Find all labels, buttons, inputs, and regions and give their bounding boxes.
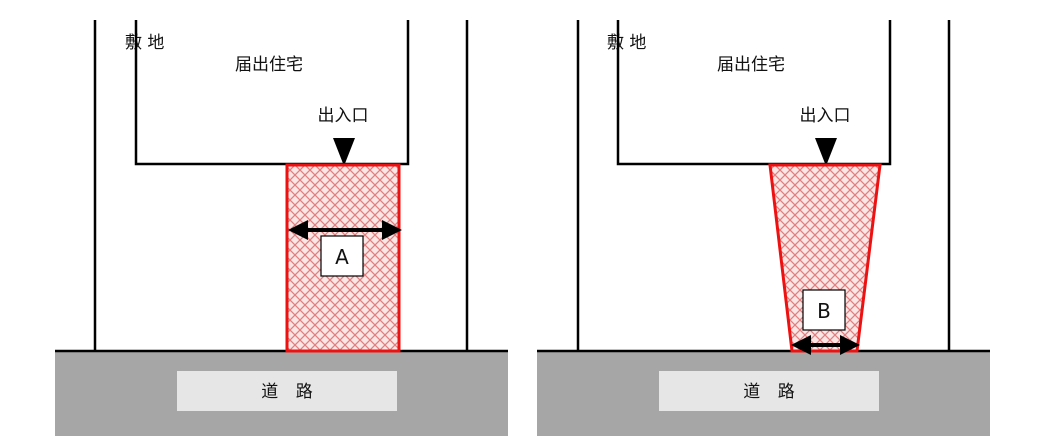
access-path-area <box>285 163 401 353</box>
entrance-label: 出入口 <box>800 106 851 126</box>
site-label: 敷 地 <box>607 33 646 53</box>
diagram-a: 道 路 敷 地 届出住宅 出入口 A <box>55 20 508 436</box>
house-outline <box>134 20 410 166</box>
site-label: 敷 地 <box>125 33 164 53</box>
house-label: 届出住宅 <box>235 55 303 75</box>
road-label: 道 路 <box>743 382 800 402</box>
house-label: 届出住宅 <box>717 55 785 75</box>
road-label-box <box>659 371 879 411</box>
house-outline <box>616 20 892 166</box>
road-label-box <box>177 371 397 411</box>
diagram-b: 道 路 敷 地 届出住宅 出入口 B <box>537 20 990 436</box>
entrance-label: 出入口 <box>318 106 369 126</box>
entrance-marker-icon <box>815 138 837 166</box>
width-label-box <box>320 235 364 277</box>
entrance-marker-icon <box>333 138 355 166</box>
road-label: 道 路 <box>261 382 318 402</box>
width-label-box <box>802 289 846 331</box>
width-label: A <box>335 245 349 269</box>
width-label: B <box>817 299 831 323</box>
